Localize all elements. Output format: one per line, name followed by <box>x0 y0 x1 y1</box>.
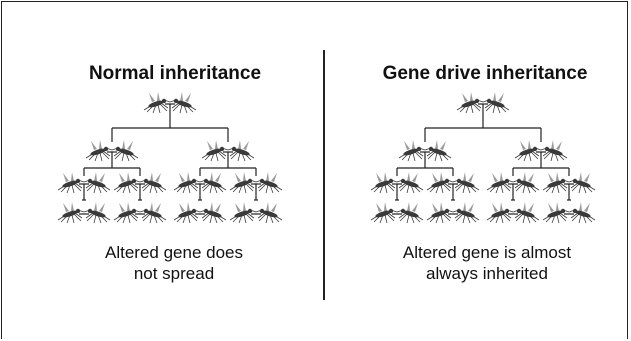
mosquito-icon <box>453 202 479 223</box>
mosquito-icon <box>541 140 567 161</box>
mosquito-icon <box>84 202 110 223</box>
mosquito-icon <box>397 202 423 223</box>
mosquito-icon <box>399 140 425 161</box>
mosquito-icon <box>170 92 196 113</box>
mosquito-icon <box>114 172 140 193</box>
mosquito-icon <box>427 172 453 193</box>
mosquito-icon <box>256 172 282 193</box>
left-caption-line2: not spread <box>54 263 294 284</box>
mosquito-icon <box>256 202 282 223</box>
mosquito-icon <box>230 202 256 223</box>
mosquito-icon <box>112 140 138 161</box>
mosquito-icon <box>569 202 595 223</box>
mosquito-icon <box>427 202 453 223</box>
mosquito-icon <box>202 140 228 161</box>
mosquito-icon <box>200 202 226 223</box>
mosquito-icon <box>397 172 423 193</box>
mosquito-icon <box>144 92 170 113</box>
mosquito-icon <box>174 202 200 223</box>
mosquito-icon <box>425 140 451 161</box>
mosquito-icon <box>487 172 513 193</box>
mosquito-icon <box>483 92 509 113</box>
right-caption-line2: always inherited <box>367 263 607 284</box>
left-caption-line1: Altered gene does <box>54 242 294 263</box>
mosquito-icon <box>457 92 483 113</box>
mosquito-icon <box>371 172 397 193</box>
mosquito-icon <box>84 172 110 193</box>
mosquito-icon <box>174 172 200 193</box>
mosquito-icon <box>515 140 541 161</box>
mosquito-icon <box>453 172 479 193</box>
mosquito-icon <box>487 202 513 223</box>
mosquito-icon <box>513 172 539 193</box>
mosquito-icon <box>371 202 397 223</box>
right-caption-line1: Altered gene is almost <box>367 242 607 263</box>
mosquito-icon <box>140 202 166 223</box>
mosquito-icon <box>200 172 226 193</box>
mosquito-icon <box>114 202 140 223</box>
mosquito-icon <box>58 202 84 223</box>
mosquito-icon <box>513 202 539 223</box>
mosquito-icon <box>230 172 256 193</box>
right-caption: Altered gene is almost always inherited <box>367 242 607 284</box>
mosquito-icon <box>140 172 166 193</box>
mosquito-icon <box>228 140 254 161</box>
left-caption: Altered gene does not spread <box>54 242 294 284</box>
mosquito-icon <box>569 172 595 193</box>
mosquito-icon <box>58 172 84 193</box>
mosquito-icon <box>86 140 112 161</box>
mosquito-icon <box>543 172 569 193</box>
mosquito-icon <box>543 202 569 223</box>
